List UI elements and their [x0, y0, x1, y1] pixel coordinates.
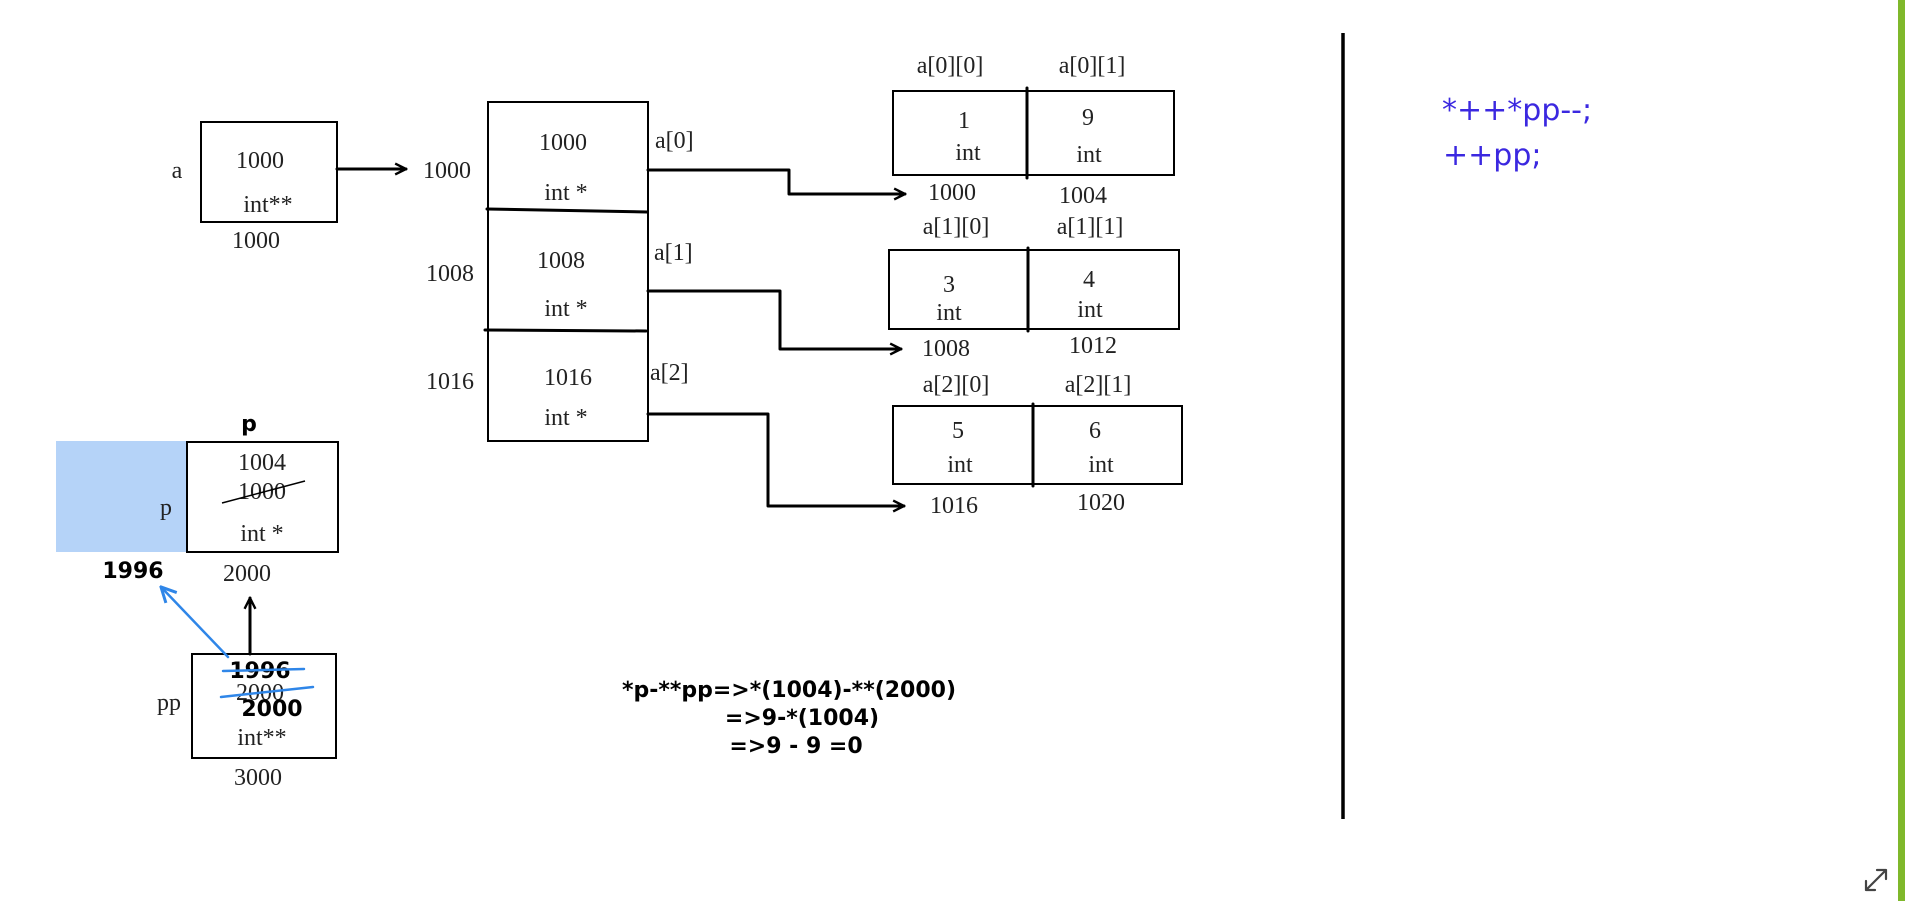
ptr-row-address: 1008 — [426, 261, 474, 287]
ptr-row-value: 1000 — [539, 130, 587, 156]
var-p-address: 2000 — [223, 561, 271, 587]
side-bar — [1898, 0, 1905, 901]
int-cell-type: int — [1077, 297, 1103, 323]
int-row: a[2][0] a[2][1] 5 6 int int 1016 1020 — [892, 372, 1183, 519]
ptr-row-label: a[2] — [650, 360, 689, 386]
int-cell-value: 9 — [1082, 105, 1094, 131]
int-cell-label: a[0][0] — [917, 53, 984, 79]
code-block: *++*pp--; ++pp; — [1442, 93, 1592, 173]
pointer-array: 1000 1000 int * a[0] 1008 1008 int * a[1… — [423, 101, 907, 506]
code-line: ++pp; — [1443, 138, 1541, 173]
int-cell-value: 5 — [952, 418, 964, 444]
var-pp-address: 3000 — [234, 765, 282, 791]
int-cell-label: a[2][1] — [1065, 372, 1132, 398]
a2-pointer-arrow — [646, 412, 906, 506]
pp-strike-2000 — [219, 685, 315, 699]
int-row: a[1][0] a[1][1] 3 4 int int 1008 1012 — [888, 214, 1180, 362]
a1-pointer-arrow — [646, 289, 903, 349]
var-a-box — [200, 121, 338, 223]
var-pp-current-value: 2000 — [241, 697, 302, 722]
int-cell-type: int — [947, 452, 973, 478]
code-line: *++*pp--; — [1442, 93, 1592, 128]
p-old-value-strike — [221, 480, 306, 504]
ptr-row-address: 1016 — [426, 369, 474, 395]
ptr-row-label: a[1] — [654, 240, 693, 266]
var-a-type: int** — [243, 192, 292, 218]
int-cell-value: 6 — [1089, 418, 1101, 444]
var-p-type: int * — [240, 521, 283, 547]
ptr-row-value: 1016 — [544, 365, 592, 391]
pp-strike-1996 — [221, 667, 306, 673]
int-cell-label: a[1][0] — [923, 214, 990, 240]
var-p-name: p — [160, 495, 172, 521]
ptr-row-type: int * — [544, 180, 587, 206]
int-cell-type: int — [1076, 142, 1102, 168]
expand-diagonal-icon[interactable] — [1862, 866, 1890, 894]
variable-p: p p 1004 1000 int * 2000 1996 — [56, 412, 339, 587]
ptr-row-label: a[0] — [655, 128, 694, 154]
int-row-box — [888, 249, 1180, 330]
int-cell-address: 1000 — [928, 180, 976, 206]
int-row-box — [892, 90, 1175, 176]
a0-pointer-arrow — [646, 168, 907, 194]
ptr-row-type: int * — [544, 296, 587, 322]
var-p-box — [186, 441, 339, 553]
var-pp-type: int** — [237, 725, 286, 751]
var-p-header: p — [241, 412, 257, 437]
int-cell-address: 1020 — [1077, 490, 1125, 516]
int-cell-address: 1004 — [1059, 183, 1107, 209]
pp-decrement-arrow — [162, 588, 230, 659]
var-a-name: a — [172, 158, 183, 184]
shifted-address-label: 1996 — [102, 559, 163, 584]
expression-line: =>9-*(1004) — [725, 706, 879, 731]
pointer-array-divider — [483, 328, 648, 333]
p-highlight — [56, 441, 187, 552]
int-cell-value: 3 — [943, 272, 955, 298]
int-cell-address: 1012 — [1069, 333, 1117, 359]
var-a-address: 1000 — [232, 228, 280, 254]
int-cell-type: int — [1088, 452, 1114, 478]
variable-a: a 1000 int** 1000 — [172, 121, 408, 254]
ptr-row-value: 1008 — [537, 248, 585, 274]
pointer-array-divider — [485, 207, 649, 214]
int-cell-address: 1016 — [930, 493, 978, 519]
variable-pp: pp 1996 2000 2000 int** 3000 — [157, 588, 337, 791]
expression: *p-**pp=>*(1004)-**(2000) =>9-*(1004) =>… — [622, 678, 956, 759]
expression-line: *p-**pp=>*(1004)-**(2000) — [622, 678, 956, 703]
var-a-value: 1000 — [236, 148, 284, 174]
var-pp-name: pp — [157, 690, 181, 716]
int-cell-label: a[2][0] — [923, 372, 990, 398]
int-cell-label: a[1][1] — [1057, 214, 1124, 240]
expression-line: =>9 - 9 =0 — [729, 734, 862, 759]
int-cell-value: 1 — [958, 108, 970, 134]
var-pp-box — [191, 653, 337, 759]
var-p-new-value: 1004 — [238, 450, 286, 476]
int-cell-type: int — [936, 300, 962, 326]
pointer-array-box — [487, 101, 649, 442]
int-cell-value: 4 — [1083, 267, 1095, 293]
int-cell-address: 1008 — [922, 336, 970, 362]
ptr-row-type: int * — [544, 405, 587, 431]
int-cell-label: a[0][1] — [1059, 53, 1126, 79]
int-row: a[0][0] a[0][1] 1 9 int int 1000 1004 — [892, 53, 1175, 209]
ptr-row-address: 1000 — [423, 158, 471, 184]
int-cell-type: int — [955, 140, 981, 166]
int-row-box — [892, 405, 1183, 485]
